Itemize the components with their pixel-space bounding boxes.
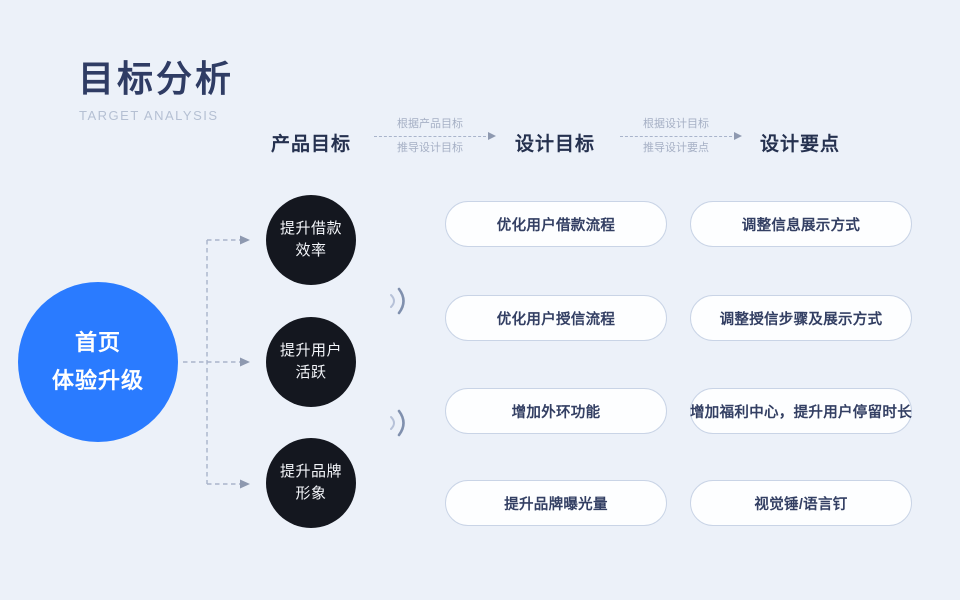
- goal-node-line: 活跃: [295, 364, 327, 381]
- design-goal-pill-3: 增加外环功能: [445, 388, 667, 434]
- goal-node-line: 提升用户: [279, 341, 342, 359]
- goal-node-line: 效率: [295, 242, 327, 259]
- goal-node-line: 形象: [295, 485, 327, 502]
- design-point-pill-3: 增加福利中心，提升用户停留时长: [690, 388, 912, 434]
- arrow-top-label: 根据产品目标: [397, 118, 463, 130]
- root-node-line: 体验升级: [51, 368, 144, 393]
- derivation-arrow-design-to-points: 根据设计目标 推导设计要点: [613, 117, 742, 155]
- signal-waves-icon: [390, 287, 405, 315]
- product-goal-node-borrowing-efficiency: 提升借款 效率: [266, 195, 356, 285]
- root-node-line: 首页: [74, 329, 121, 355]
- page-subtitle: TARGET ANALYSIS: [79, 108, 219, 123]
- arrow-bottom-label: 推导设计要点: [643, 142, 709, 154]
- design-point-pill-4: 视觉锤/语言钉: [690, 480, 912, 526]
- page-title: 目标分析: [78, 58, 235, 99]
- product-goal-node-user-activity: 提升用户 活跃: [266, 317, 356, 407]
- signal-waves-icon: [390, 409, 405, 437]
- design-point-pill-2: 调整授信步骤及展示方式: [690, 295, 912, 341]
- dashed-arrow-right-icon: [620, 132, 742, 140]
- dashed-arrow-right-icon: [374, 132, 496, 140]
- design-goal-pill-1: 优化用户借款流程: [445, 201, 667, 247]
- arrowhead-icon: [240, 479, 250, 489]
- design-goal-pill-4: 提升品牌曝光量: [445, 480, 667, 526]
- column-header-design-goals: 设计目标: [514, 134, 595, 155]
- arrowhead-icon: [240, 357, 250, 367]
- goal-node-line: 提升品牌: [279, 462, 342, 480]
- column-header-design-points: 设计要点: [759, 134, 840, 155]
- arrow-top-label: 根据设计目标: [643, 118, 709, 130]
- arrowhead-icon: [240, 235, 250, 245]
- column-header-product-goals: 产品目标: [270, 134, 351, 155]
- product-goal-node-brand-image: 提升品牌 形象: [266, 438, 356, 528]
- design-goal-pill-2: 优化用户授信流程: [445, 295, 667, 341]
- goal-node-line: 提升借款: [279, 219, 342, 237]
- arrow-bottom-label: 推导设计目标: [397, 142, 463, 154]
- derivation-arrow-product-to-design: 根据产品目标 推导设计目标: [367, 117, 496, 155]
- root-node-homepage-experience-upgrade: 首页 体验升级: [18, 282, 178, 442]
- design-point-pill-1: 调整信息展示方式: [690, 201, 912, 247]
